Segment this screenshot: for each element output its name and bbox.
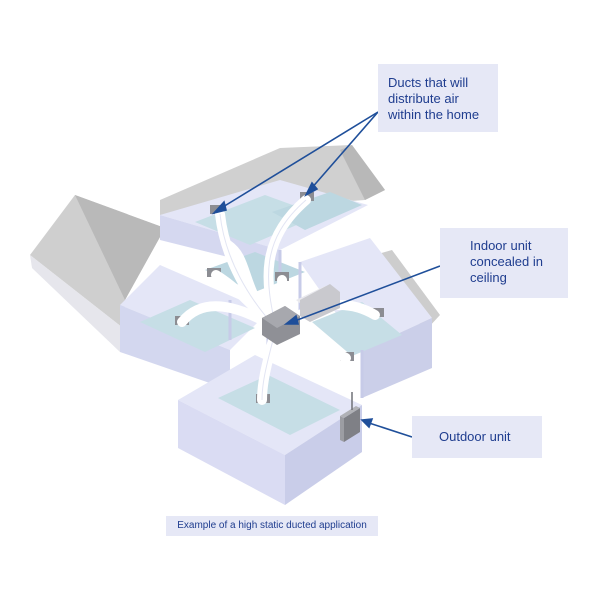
outdoor-unit — [340, 392, 360, 442]
indoor-unit — [262, 284, 340, 345]
duct — [177, 301, 281, 333]
leader-line-ducts-2 — [309, 111, 379, 191]
diagram-caption: Example of a high static ducted applicat… — [166, 516, 378, 536]
indoor-unit-callout: Indoor unit concealed in ceiling — [440, 228, 568, 298]
right-wing-side — [362, 318, 432, 398]
leader-line-outdoor — [365, 421, 413, 438]
ducts-callout-text: Ducts that will distribute air within th… — [388, 75, 480, 122]
floor-right — [312, 302, 402, 356]
left-gable — [30, 255, 123, 352]
floor-left — [140, 300, 255, 352]
leader-line-ducts — [217, 111, 379, 211]
leader-lines — [211, 111, 441, 438]
leader-line-indoor — [291, 265, 441, 323]
floor-front — [218, 375, 340, 435]
back-roof-shade — [340, 145, 385, 200]
left-wing-front — [120, 305, 230, 390]
floor-back-right — [272, 192, 362, 230]
outdoor-unit-callout: Outdoor unit — [412, 416, 542, 458]
indoor-unit-callout-text: Indoor unit concealed in ceiling — [470, 238, 543, 285]
left-roof-shade — [75, 195, 165, 300]
room-floors — [140, 192, 402, 435]
outdoor-unit-callout-text: Outdoor unit — [439, 429, 511, 444]
ducts-callout: Ducts that will distribute air within th… — [378, 64, 498, 132]
front-wing-left — [178, 400, 285, 505]
